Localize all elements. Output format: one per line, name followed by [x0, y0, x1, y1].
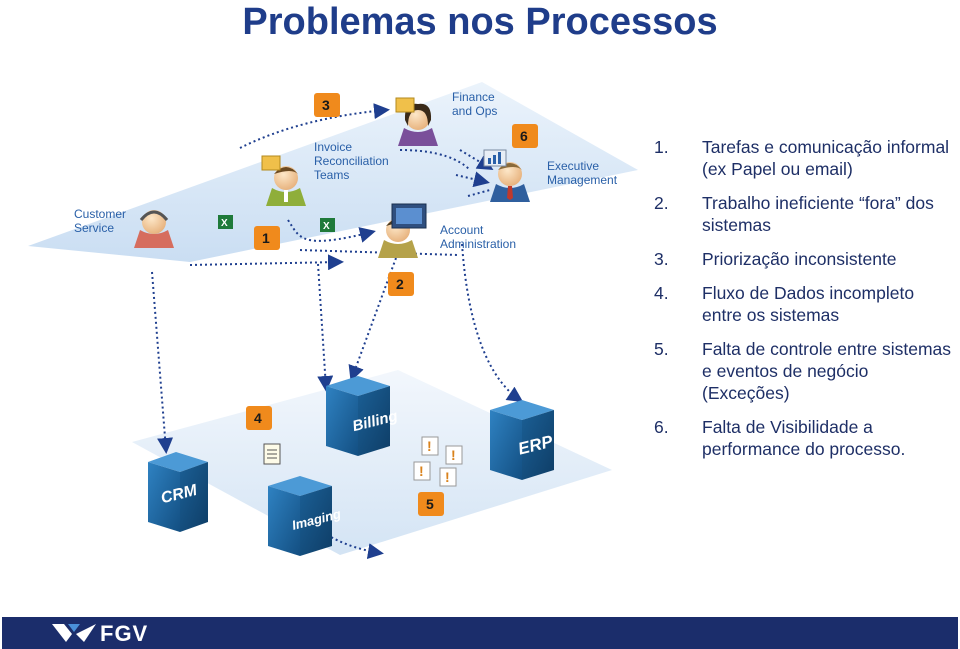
badge-6: 6: [512, 124, 538, 148]
chart-icon: [483, 149, 507, 167]
list-item: 4.Fluxo de Dados incompleto entre os sis…: [654, 283, 915, 325]
badge-4: 4: [246, 406, 272, 430]
list-item: 2.Trabalho ineficiente “fora” dos sistem…: [654, 193, 934, 235]
page-title: Problemas nos Processos: [242, 1, 718, 43]
erp-system: ERP: [490, 400, 555, 480]
fgv-logo-icon: [52, 624, 96, 642]
exception-warning-icon: ! ! ! !: [413, 436, 463, 487]
svg-text:!: !: [445, 469, 450, 485]
list-item: 5.Falta de controle entre sistemas e eve…: [654, 339, 952, 403]
imaging-system: Imaging: [268, 476, 342, 556]
monitor-icon: [391, 203, 427, 229]
badge-1: 1: [254, 226, 280, 250]
billing-system: Billing: [326, 376, 399, 456]
invoice-person: [266, 166, 306, 206]
svg-text:3: 3: [322, 97, 330, 113]
svg-text:!: !: [451, 447, 456, 463]
svg-text:5: 5: [426, 496, 434, 512]
list-item: 1.Tarefas e comunicação informal (ex Pap…: [654, 137, 950, 179]
document-icon: [263, 443, 281, 465]
svg-text:X: X: [221, 218, 228, 229]
executive-person: [490, 162, 530, 202]
folder-icon: [261, 97, 415, 171]
people-plane: [28, 82, 638, 262]
svg-text:2: 2: [396, 276, 404, 292]
svg-text:X: X: [323, 221, 330, 232]
fgv-logo-text: FGV: [100, 621, 149, 646]
svg-text:!: !: [427, 438, 432, 454]
badge-5: 5: [418, 492, 444, 516]
excel-icon: X X: [218, 215, 335, 232]
badge-3: 3: [314, 93, 340, 117]
problems-list: 1.Tarefas e comunicação informal (ex Pap…: [654, 136, 954, 460]
svg-text:!: !: [419, 463, 424, 479]
badge-2: 2: [388, 272, 414, 296]
customer-service-person: [134, 210, 174, 248]
svg-text:4: 4: [254, 410, 262, 426]
svg-text:6: 6: [520, 128, 528, 144]
svg-text:1: 1: [262, 230, 270, 246]
process-diagram: X X ! ! ! ! CRM Imaging: [28, 82, 638, 559]
list-item: 3.Priorização inconsistente: [654, 249, 897, 269]
footer-bar: FGV: [2, 617, 958, 649]
list-item: 6.Falta de Visibilidade a performance do…: [654, 417, 906, 459]
crm-system: CRM: [148, 452, 208, 532]
